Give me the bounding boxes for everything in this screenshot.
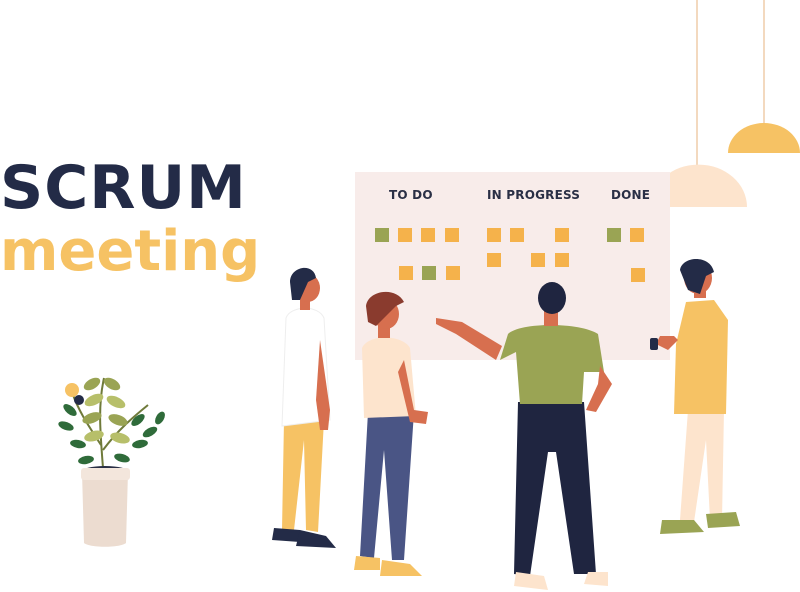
column-label-done: DONE — [611, 188, 651, 202]
column-label-todo: TO DO — [389, 188, 433, 202]
scrum-board — [355, 172, 670, 360]
sticky-note — [422, 266, 436, 280]
lamp-icon — [650, 0, 747, 207]
sticky-note — [487, 253, 501, 267]
sticky-note — [555, 253, 569, 267]
sticky-note — [375, 228, 389, 242]
title-scrum: SCRUM — [0, 153, 247, 223]
sticky-note — [421, 228, 435, 242]
column-label-in-progress: IN PROGRESS — [487, 188, 581, 202]
title-meeting: meeting — [0, 219, 261, 284]
sticky-note — [607, 228, 621, 242]
sticky-note — [446, 266, 460, 280]
sticky-note — [510, 228, 524, 242]
sticky-note — [445, 228, 459, 242]
person-icon — [650, 259, 740, 534]
sticky-note — [399, 266, 413, 280]
person-icon — [436, 282, 612, 590]
page-title: SCRUM meeting — [0, 158, 260, 280]
lamp-icon — [728, 0, 800, 153]
sticky-note — [631, 268, 645, 282]
sticky-note — [630, 228, 644, 242]
sticky-note — [398, 228, 412, 242]
sticky-note — [487, 228, 501, 242]
sticky-note — [555, 228, 569, 242]
person-icon — [272, 267, 336, 548]
sticky-note — [531, 253, 545, 267]
potted-plant-icon — [58, 377, 165, 547]
person-icon — [354, 291, 428, 576]
